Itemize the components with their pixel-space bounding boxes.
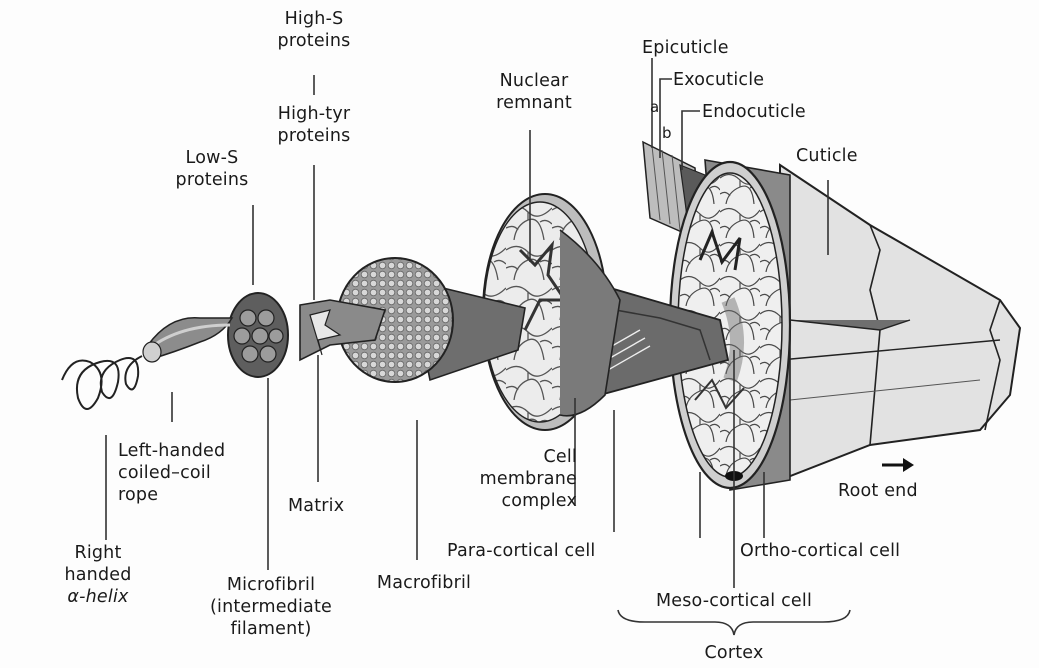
label-meso-cortical-cell: Meso-cortical cell [656, 590, 812, 612]
label-root-end: Root end [838, 480, 918, 502]
label-a: a [650, 96, 659, 118]
label-endocuticle: Endocuticle [702, 101, 806, 123]
label-epicuticle: Epicuticle [642, 37, 729, 59]
label-exocuticle: Exocuticle [673, 69, 764, 91]
label-matrix: Matrix [288, 495, 344, 517]
label-cortex: Cortex [705, 642, 764, 664]
microfibril-shape [228, 293, 288, 377]
cuticle-tube [780, 165, 1020, 480]
alpha-helix [62, 356, 142, 409]
label-ortho-cortical-cell: Ortho-cortical cell [740, 540, 900, 562]
coiled-coil-rope [143, 318, 232, 362]
label-para-cortical-cell: Para-cortical cell [447, 540, 595, 562]
cortex-brace [618, 610, 850, 635]
label-macrofibril: Macrofibril [377, 572, 471, 594]
label-b: b [662, 122, 672, 144]
root-end-arrow-icon [882, 458, 914, 472]
label-cuticle: Cuticle [796, 145, 858, 167]
